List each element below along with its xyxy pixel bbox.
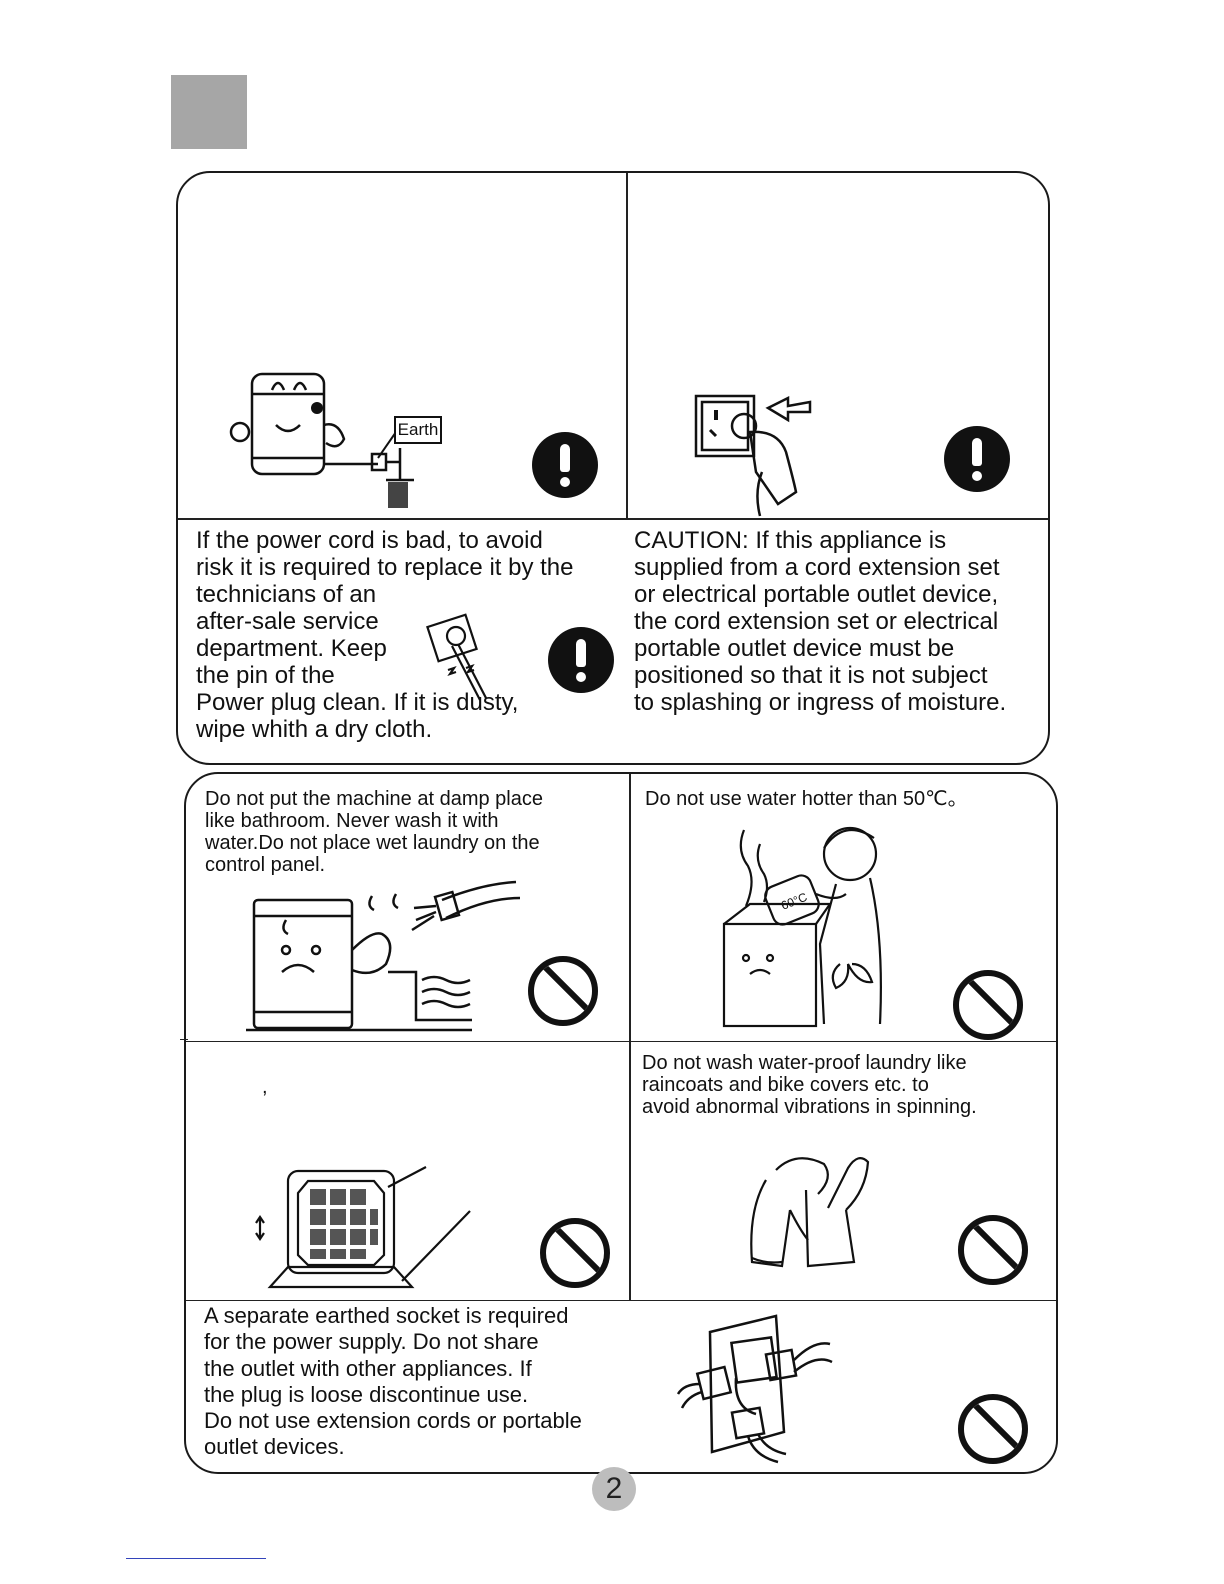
mandatory-exclamation-icon (548, 627, 614, 693)
raincoat-illustration (750, 1157, 870, 1268)
section-marker (171, 75, 247, 149)
unplug-socket-illustration (694, 394, 812, 517)
prohibition-icon (540, 1218, 610, 1288)
drain-filter-illustration (255, 1166, 471, 1289)
hot-water-warning-text: Do not use water hotter than 50℃。 (645, 788, 968, 810)
earth-label: Earth (394, 416, 442, 444)
separate-socket-warning-text: A separate earthed socket is required fo… (204, 1303, 582, 1460)
hot-water-tag: 60°C (779, 890, 809, 913)
damp-place-warning-text: Do not put the machine at damp place lik… (205, 788, 543, 876)
panel-divider-vertical (626, 173, 628, 519)
panel-divider-horizontal (178, 518, 1048, 520)
washer-grounding-illustration (229, 372, 414, 508)
prohibition-icon (528, 956, 598, 1026)
mandatory-exclamation-icon (944, 426, 1010, 492)
caution-text: CAUTION: If this appliance is supplied f… (634, 527, 1007, 716)
mandatory-exclamation-icon (532, 432, 598, 498)
mandatory-instructions-panel (176, 171, 1050, 765)
page-number: 2 (592, 1467, 636, 1511)
washer-spray-illustration (246, 880, 521, 1032)
panel-divider-vertical (629, 774, 631, 1300)
stray-comma: , (262, 1076, 268, 1098)
panel-divider-horizontal (186, 1041, 1056, 1042)
power-plug-illustration (426, 613, 487, 701)
overloaded-socket-illustration (676, 1314, 833, 1464)
prohibition-icon (953, 970, 1023, 1040)
prohibition-icon (958, 1394, 1028, 1464)
waterproof-laundry-warning-text: Do not wash water-proof laundry like rai… (642, 1052, 977, 1118)
power-cord-warning-text: If the power cord is bad, to avoid risk … (196, 527, 574, 743)
prohibition-icon (958, 1215, 1028, 1285)
hot-water-illustration: 60°C (722, 826, 882, 1028)
footer-rule (126, 1558, 266, 1559)
panel-divider-horizontal (186, 1300, 1056, 1301)
